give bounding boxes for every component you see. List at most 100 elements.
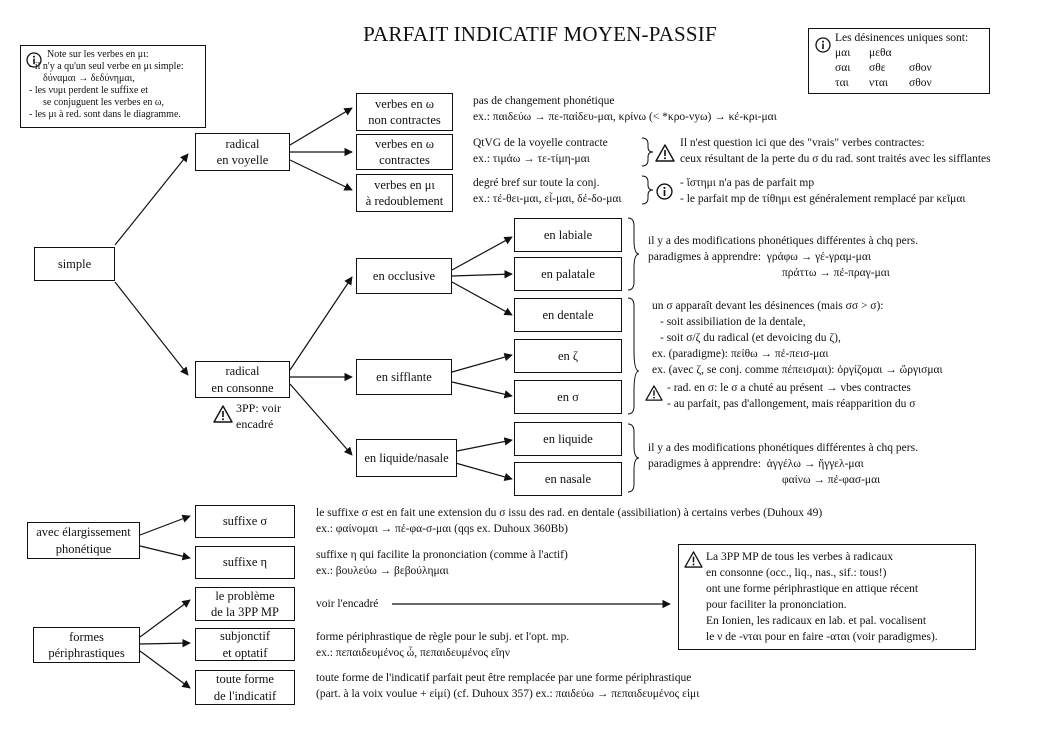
- encadre-line: La 3PP MP de tous les verbes à radicaux: [706, 551, 893, 563]
- arrow-sifflante-to-zeta: [451, 353, 513, 373]
- arrow-elarg-to-sigma: [139, 514, 191, 536]
- desc-line: il y a des modifications phonétiques dif…: [648, 235, 918, 247]
- node-verbes-contractes: verbes en ω contractes: [356, 134, 453, 170]
- node-label: de l'indicatif: [213, 688, 277, 703]
- arrow-occlusive-to-dentale: [451, 281, 513, 316]
- node-label: radical: [225, 364, 260, 379]
- node-label: phonétique: [55, 541, 112, 556]
- desc-mi: degré bref sur toute la conj. ex.: τέ-θε…: [473, 175, 622, 207]
- desc-line: - au parfait, pas d'allongement, mais ré…: [667, 398, 916, 410]
- desc-line: ex.: βουλεύω → βεβούλημαι: [316, 565, 449, 577]
- desc-line: - le parfait mp de τίθημι est généraleme…: [680, 193, 966, 205]
- desc-line: forme périphrastique de règle pour le su…: [316, 631, 570, 643]
- ending: ται: [835, 77, 849, 89]
- mi-note: - ἵστημι n'a pas de parfait mp - le parf…: [680, 175, 965, 207]
- note-heading: Note sur les verbes en μι:: [47, 49, 149, 60]
- page-title: PARFAIT INDICATIF MOYEN-PASSIF: [363, 22, 717, 46]
- node-toute-forme: toute forme de l'indicatif: [195, 670, 295, 705]
- note-line: - les νυμι perdent le suffixe et: [29, 85, 148, 96]
- node-suffixe-sigma: suffixe σ: [195, 505, 295, 538]
- warning-icon: [655, 144, 675, 162]
- arrow-sifflante-to-sigma: [451, 381, 513, 399]
- node-palatale: en palatale: [514, 257, 622, 291]
- node-label: en nasale: [544, 471, 592, 486]
- desc-line: il y a des modifications phonétiques dif…: [648, 442, 918, 454]
- node-label: et optatif: [222, 645, 268, 660]
- contractes-note: Il n'est question ici que des "vrais" ve…: [680, 135, 991, 167]
- desc-line: un σ apparaît devant les désinences (mai…: [652, 300, 884, 312]
- arrow-periph-to-subjonctif: [139, 638, 191, 648]
- node-probleme-3pp: le problème de la 3PP MP: [195, 587, 295, 621]
- node-subjonctif: subjonctif et optatif: [195, 628, 295, 661]
- arrow-liqnas-to-nasale: [451, 461, 513, 481]
- desc-line: - soit assibiliation de la dentale,: [660, 316, 806, 328]
- desc-line: QtVG de la voyelle contracte: [473, 137, 608, 149]
- node-sifflante: en sifflante: [356, 359, 452, 395]
- warning-icon: [684, 551, 703, 568]
- node-label: en liquide/nasale: [364, 450, 449, 465]
- ending: μαι: [835, 47, 851, 59]
- node-label: simple: [57, 256, 92, 271]
- arrow-simple-to-voyelle: [114, 153, 189, 246]
- arrow-voyelle-to-omega: [289, 107, 353, 146]
- desc-line: ex.: παιδεύω → πε-παίδευ-μαι, κρίνω (< *…: [473, 111, 777, 123]
- desc-line: ex.: φαίνομαι → πέ-φα-σ-μαι (qqs ex. Duh…: [316, 523, 568, 535]
- desinences-table: μαι μεθα σαι σθε σθον ται νται σθον: [835, 46, 985, 91]
- node-label: le problème: [215, 588, 275, 603]
- node-label: en sifflante: [376, 369, 432, 384]
- desc-probleme: voir l'encadré: [316, 598, 379, 610]
- desc-line: ex. (avec ζ, se conj. comme πέπεισμαι): …: [652, 364, 943, 376]
- desc-line: ex.: τέ-θει-μαι, εἷ-μαι, δέ-δο-μαι: [473, 193, 622, 205]
- node-radical-consonne: radical en consonne: [195, 361, 290, 398]
- arrow-elarg-to-eta: [139, 545, 191, 561]
- desc-line: degré bref sur toute la conj.: [473, 177, 600, 189]
- paradigm: πράττω → πέ-πραγ-μαι: [782, 267, 890, 279]
- node-liquide: en liquide: [514, 422, 622, 456]
- desc-dentale: un σ apparaît devant les désinences (mai…: [652, 298, 943, 378]
- arrow-periph-to-probleme: [139, 599, 191, 638]
- node-suffixe-eta: suffixe η: [195, 546, 295, 579]
- node-radical-voyelle: radical en voyelle: [195, 133, 290, 171]
- desc-occlusive: il y a des modifications phonétiques dif…: [648, 233, 918, 281]
- note-line: - il n'y a qu'un seul verbe en μι simple…: [29, 61, 184, 72]
- node-label: à redoublement: [365, 194, 444, 208]
- ending: [909, 46, 949, 61]
- note-verbes-mi: Note sur les verbes en μι: - il n'y a qu…: [20, 45, 206, 128]
- node-simple: simple: [34, 247, 115, 281]
- node-occlusive: en occlusive: [356, 258, 452, 294]
- node-verbes-mi: verbes en μι à redoublement: [356, 174, 453, 212]
- encadre-line: En Ionien, les radicaux en lab. et pal. …: [706, 615, 927, 627]
- desc-label: paradigmes à apprendre:: [648, 251, 762, 263]
- node-label: toute forme: [216, 672, 274, 687]
- desc-subjonctif: forme périphrastique de règle pour le su…: [316, 629, 569, 661]
- note-text: 3PP: voir: [236, 401, 282, 415]
- node-label: subjonctif: [220, 629, 270, 644]
- desinences-heading: Les désinences uniques sont:: [835, 32, 969, 44]
- node-label: suffixe σ: [222, 514, 268, 529]
- arrow-consonne-to-liquide: [289, 383, 353, 456]
- node-verbes-omega: verbes en ω non contractes: [356, 93, 453, 131]
- brace-occlusive: [627, 217, 640, 291]
- info-icon: [815, 37, 831, 53]
- node-label: verbes en ω: [375, 136, 434, 151]
- desc-line: suffixe η qui facilite la prononciation …: [316, 549, 568, 561]
- brace-liquide: [627, 423, 640, 493]
- node-label: formes: [69, 629, 104, 644]
- desc-line: (part. à la voix voulue + εἰμί) (cf. Duh…: [316, 688, 700, 700]
- desc-line: ex. (paradigme): πείθω → πέ-πεισ-μαι: [652, 348, 829, 360]
- desc-line: ceux résultant de la perte du σ du rad. …: [680, 153, 991, 165]
- node-label: en dentale: [542, 307, 594, 322]
- note-desinences: Les désinences uniques sont: μαι μεθα σα…: [808, 28, 990, 94]
- desc-toute-forme: toute forme de l'indicatif parfait peut …: [316, 670, 699, 702]
- node-label: contractes: [379, 153, 430, 167]
- node-label: verbes en μι: [374, 177, 435, 192]
- ending: σθον: [909, 77, 932, 89]
- desc-omega: pas de changement phonétique ex.: παιδεύ…: [473, 93, 777, 125]
- node-label: radical: [225, 136, 260, 151]
- info-icon: [656, 183, 673, 200]
- arrow-voyelle-to-mi: [289, 159, 353, 191]
- node-label: périphrastiques: [48, 646, 125, 660]
- node-periphrastiques: formes périphrastiques: [33, 627, 140, 663]
- desc-suffixe-eta: suffixe η qui facilite la prononciation …: [316, 547, 568, 579]
- desc-line: - rad. en σ: le σ a chuté au présent → v…: [667, 382, 911, 394]
